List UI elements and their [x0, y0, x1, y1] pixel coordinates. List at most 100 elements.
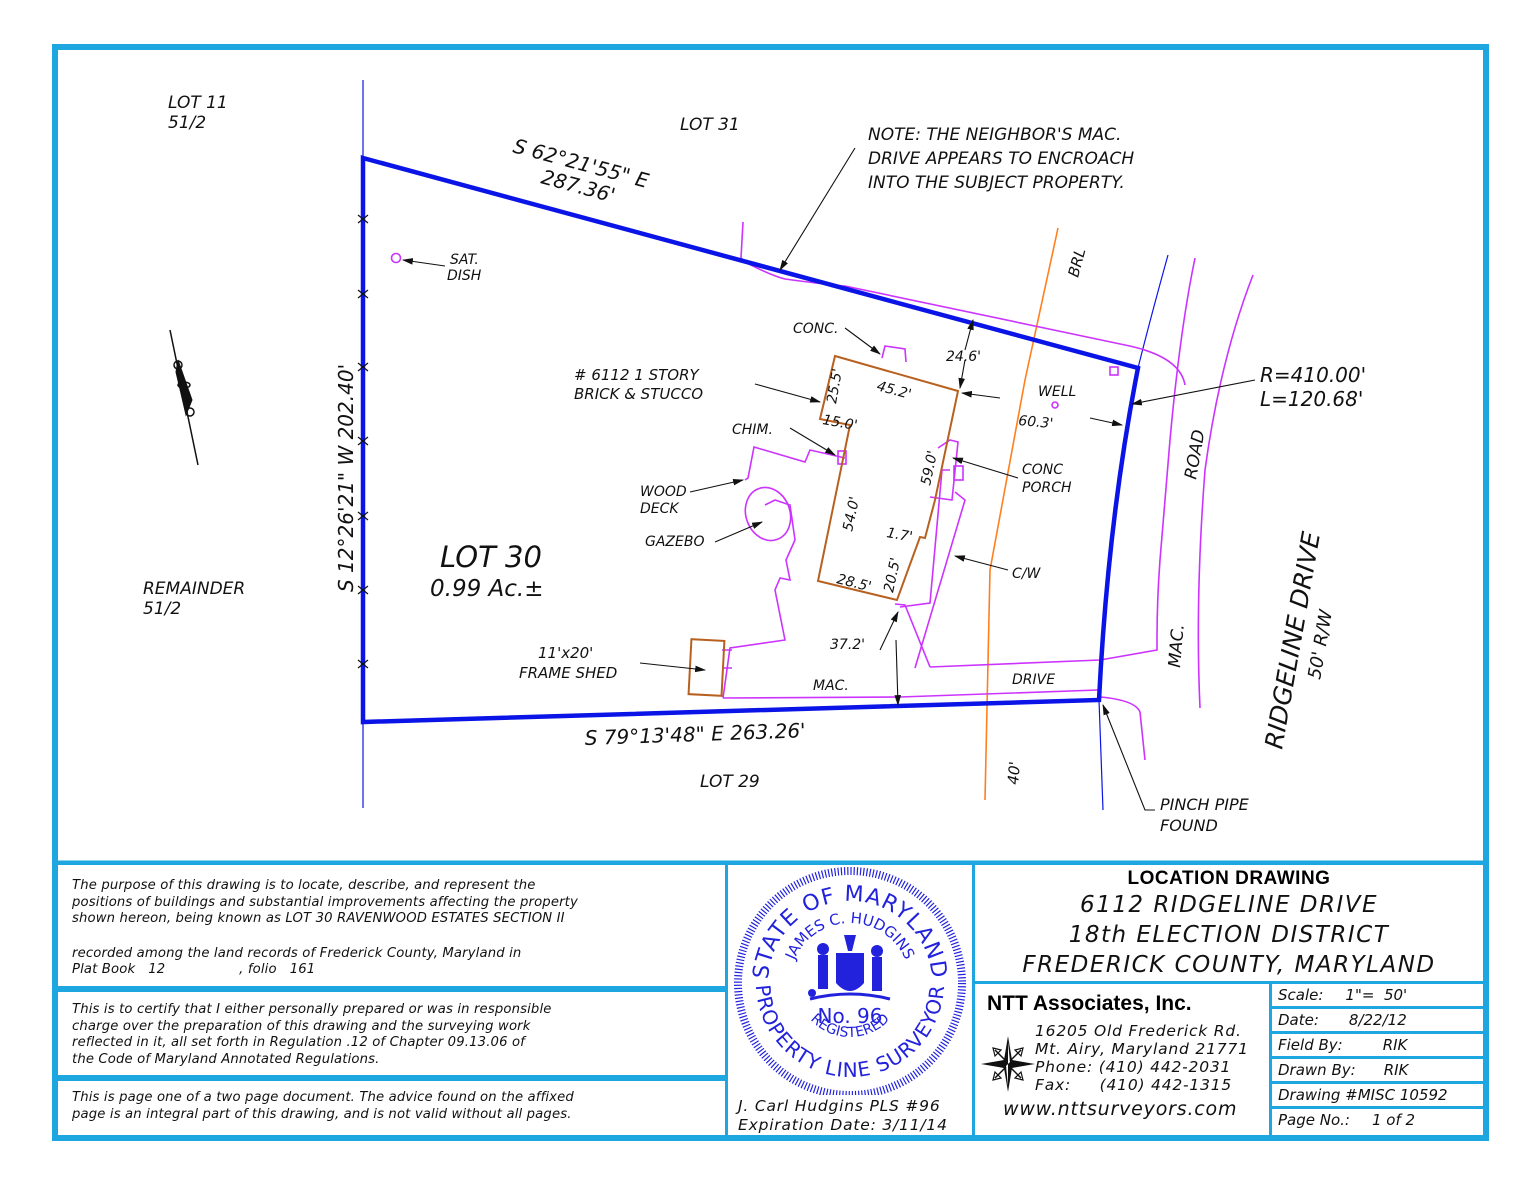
- date-label: Date:: [1278, 1011, 1319, 1029]
- chimney-label: CHIM.: [732, 422, 773, 438]
- certify-line: charge over the preparation of this draw…: [72, 1018, 531, 1034]
- compass-rose-icon: [981, 1036, 1035, 1092]
- fence-ticks: [357, 214, 369, 669]
- dim-54-0: 54.0': [840, 495, 863, 533]
- address-city: Mt. Airy, Maryland 21771: [1035, 1040, 1249, 1058]
- advice-line: page is an integral part of this drawing…: [72, 1106, 572, 1122]
- lot30-area: 0.99 Ac.±: [430, 576, 543, 602]
- drawing-number-label: Drawing #: [1278, 1086, 1358, 1104]
- page-advice-block: This is page one of a two page document.…: [55, 1078, 728, 1138]
- purpose-line: shown hereon, being known as LOT 30 RAVE…: [72, 911, 565, 926]
- fax-number: Fax: (410) 442-1315: [1035, 1076, 1233, 1094]
- purpose-spacer: [72, 928, 725, 946]
- west-bearing: S 12°26'21" W 202.40': [334, 364, 358, 592]
- info-row-date: Date: 8/22/12: [1272, 1009, 1483, 1034]
- dim-25-5: 25.5': [824, 367, 846, 404]
- drawn-by-label: Drawn By:: [1278, 1061, 1356, 1079]
- house-footprint: [687, 354, 960, 697]
- wood-deck-label: WOOD: [640, 484, 687, 500]
- conc-label: CONC.: [793, 321, 839, 337]
- info-row-field-by: Field By:RIK: [1272, 1034, 1483, 1059]
- drawn-by-value: RIK: [1383, 1061, 1409, 1079]
- company-block: NTT Associates, Inc. 16205 Old Frederick…: [972, 981, 1272, 1138]
- page-label: Page No.:: [1278, 1111, 1350, 1129]
- company-name: NTT Associates, Inc.: [987, 992, 1192, 1015]
- county-state: FREDERICK COUNTY, MARYLAND: [1022, 952, 1436, 978]
- scale-value: 1"= 50': [1345, 986, 1408, 1004]
- surveyor-signer: J. Carl Hudgins PLS #96: [738, 1097, 941, 1115]
- note-line-1: NOTE: THE NEIGHBOR'S MAC.: [868, 125, 1121, 145]
- phone-number: Phone: (410) 442-2031: [1035, 1058, 1232, 1076]
- info-row-page: Page No.: 1 of 2: [1272, 1109, 1483, 1134]
- scale-label: Scale:: [1278, 986, 1324, 1004]
- setback-40-label: 40': [1004, 761, 1024, 786]
- license-expiration: Expiration Date: 3/11/14: [738, 1116, 948, 1134]
- mac-label: MAC.: [813, 678, 849, 694]
- certify-line: the Code of Maryland Annotated Regulatio…: [72, 1051, 380, 1067]
- note-line-2: DRIVE APPEARS TO ENCROACH: [868, 149, 1134, 169]
- well-label: WELL: [1038, 384, 1076, 400]
- curve-length: L=120.68': [1260, 387, 1363, 411]
- remainder-label: REMAINDER: [143, 579, 245, 599]
- info-row-drawn-by: Drawn By: RIK: [1272, 1059, 1483, 1084]
- purpose-line: recorded among the land records of Frede…: [72, 945, 522, 961]
- property-address: 6112 RIDGELINE DRIVE: [1079, 892, 1379, 918]
- curve-radius: R=410.00': [1260, 363, 1366, 387]
- dim-59-0: 59.0': [918, 449, 941, 487]
- purpose-line: The purpose of this drawing is to locate…: [72, 878, 536, 893]
- title-block: LOCATION DRAWING 6112 RIDGELINE DRIVE 18…: [972, 862, 1486, 984]
- pinch-pipe-label-2: FOUND: [1160, 816, 1218, 835]
- dim-45-2: 45.2': [875, 378, 913, 403]
- lot11-sublabel: 51/2: [168, 113, 206, 133]
- porch-label-2: PORCH: [1022, 480, 1072, 496]
- surveyor-seal-block: STATE OF MARYLAND PROPERTY LINE SURVEYOR…: [725, 862, 975, 1138]
- drive-label: DRIVE: [1012, 672, 1055, 688]
- date-value: 8/22/12: [1348, 1011, 1407, 1029]
- certify-line: This is to certify that I either persona…: [72, 1002, 552, 1017]
- dim-15-0: 15.0': [821, 412, 858, 434]
- sat-dish-label-2: DISH: [447, 268, 482, 284]
- purpose-note-block: The purpose of this drawing is to locate…: [55, 862, 728, 989]
- drawing-number-value: MISC 10592: [1357, 1086, 1448, 1104]
- lot11-label: LOT 11: [168, 93, 228, 113]
- improvements: [390, 221, 1254, 761]
- north-arrow-icon: [169, 329, 199, 466]
- extension-lines: [362, 80, 1169, 811]
- shed-label: FRAME SHED: [519, 664, 617, 682]
- page-value: 1 of 2: [1371, 1111, 1416, 1129]
- seal-number: No. 96: [817, 1004, 882, 1028]
- certification-block: This is to certify that I either persona…: [55, 989, 728, 1078]
- leader-lines: [401, 147, 1256, 811]
- lot31-label: LOT 31: [680, 115, 740, 135]
- house-label: # 6112 1 STORY: [574, 366, 701, 384]
- plat-book-line: Plat Book 12 , folio 161: [72, 962, 316, 977]
- lot29-label: LOT 29: [700, 772, 760, 792]
- lot30-label: LOT 30: [440, 540, 542, 574]
- south-bearing: S 79°13'48" E 263.26': [584, 718, 806, 750]
- dim-20-5: 20.5': [881, 556, 904, 594]
- purpose-line: positions of buildings and substantial i…: [72, 894, 578, 910]
- sat-dish-label: SAT.: [450, 252, 479, 268]
- note-line-3: INTO THE SUBJECT PROPERTY.: [868, 173, 1125, 193]
- company-address: 16205 Old Frederick Rd. Mt. Airy, Maryla…: [1035, 1022, 1249, 1094]
- house-label-2: BRICK & STUCCO: [574, 385, 703, 403]
- address-street: 16205 Old Frederick Rd.: [1035, 1022, 1242, 1040]
- field-by-value: RIK: [1382, 1036, 1408, 1054]
- cw-label: C/W: [1012, 566, 1041, 582]
- info-row-scale: Scale: 1"= 50': [1272, 984, 1483, 1009]
- certify-line: reflected in it, all set forth in Regula…: [72, 1035, 525, 1050]
- dim-28-5: 28.5': [835, 571, 873, 595]
- gazebo-label: GAZEBO: [645, 534, 705, 550]
- road-mac-label: MAC.: [1165, 623, 1189, 668]
- election-district: 18th ELECTION DISTRICT: [1068, 922, 1390, 948]
- remainder-sublabel: 51/2: [143, 599, 181, 619]
- info-row-drawing-number: Drawing #MISC 10592: [1272, 1084, 1483, 1109]
- shed-footprint: [687, 638, 726, 697]
- shed-size-label: 11'x20': [538, 644, 593, 662]
- dim-1-7: 1.7': [885, 525, 914, 545]
- dim-60-3: 60.3': [1018, 413, 1054, 432]
- setback-lines: [984, 227, 1059, 801]
- pinch-pipe-label: PINCH PIPE: [1160, 795, 1250, 814]
- dim-37-2: 37.2': [830, 637, 865, 653]
- drawing-title: LOCATION DRAWING: [1127, 868, 1331, 889]
